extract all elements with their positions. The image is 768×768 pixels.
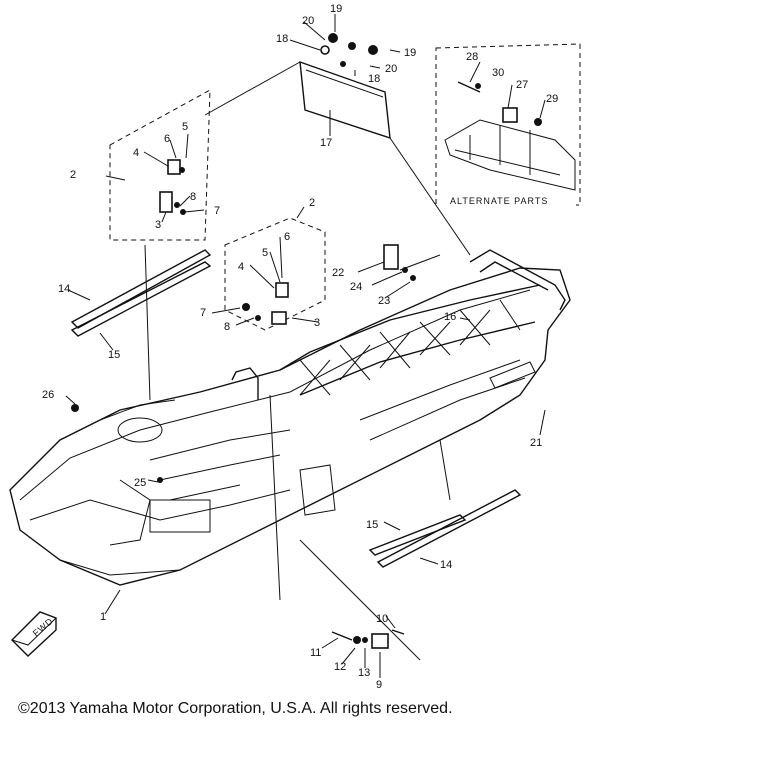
parts-diagram: ALTERNATE PARTS [9,3,581,690]
callout-25: 25 [134,477,146,489]
callout-5: 5 [182,121,188,133]
callout-11: 11 [310,647,321,659]
callout-3b: 3 [314,317,320,329]
callout-29: 29 [546,93,558,105]
callout-14: 14 [58,283,70,295]
callout-5b: 5 [262,247,268,259]
callout-17: 17 [320,137,332,149]
callout-20: 20 [302,15,314,27]
copyright-text: ©2013 Yamaha Motor Corporation, U.S.A. A… [18,700,453,717]
callout-21: 21 [530,437,542,449]
callout-1: 1 [100,611,106,623]
callout-12: 12 [334,661,346,673]
callout-6: 6 [164,133,170,145]
callout-20b: 20 [385,63,397,75]
leader-lines [109,61,471,661]
callout-30: 30 [492,67,504,79]
callout-23: 23 [378,295,390,307]
callout-15: 15 [108,349,120,361]
callout-28: 28 [466,51,478,63]
callout-2b: 2 [309,197,315,209]
callout-16: 16 [444,311,456,323]
hardware-parts [71,33,416,649]
callout-3: 3 [155,219,161,231]
fwd-icon: FWD [11,611,57,657]
alternate-parts-box: ALTERNATE PARTS [435,43,581,207]
callout-24: 24 [350,281,362,293]
callout-22: 22 [332,267,344,279]
callout-9: 9 [376,679,382,690]
callout-18: 18 [276,33,288,45]
alternate-parts-label: ALTERNATE PARTS [450,196,548,206]
callout-8b: 8 [224,321,230,333]
callout-7b: 7 [200,307,206,319]
callout-19: 19 [330,3,342,15]
callout-10: 10 [376,613,388,625]
callout-14b: 14 [440,559,452,571]
callout-7: 7 [214,205,220,217]
callout-13: 13 [358,667,370,679]
callout-2: 2 [70,169,76,181]
callout-8: 8 [190,191,196,203]
callouts: 19 20 18 19 20 18 17 28 30 27 29 2 4 6 5… [42,3,558,690]
callout-4b: 4 [238,261,244,273]
callout-18b: 18 [368,73,380,85]
callout-19b: 19 [404,47,416,59]
callout-26: 26 [42,389,54,401]
callout-15b: 15 [366,519,378,531]
callout-27: 27 [516,79,528,91]
callout-4: 4 [133,147,139,159]
callout-leaders [65,14,546,678]
skid-strips [70,249,522,568]
callout-6b: 6 [284,231,290,243]
frame-assembly [9,244,571,601]
